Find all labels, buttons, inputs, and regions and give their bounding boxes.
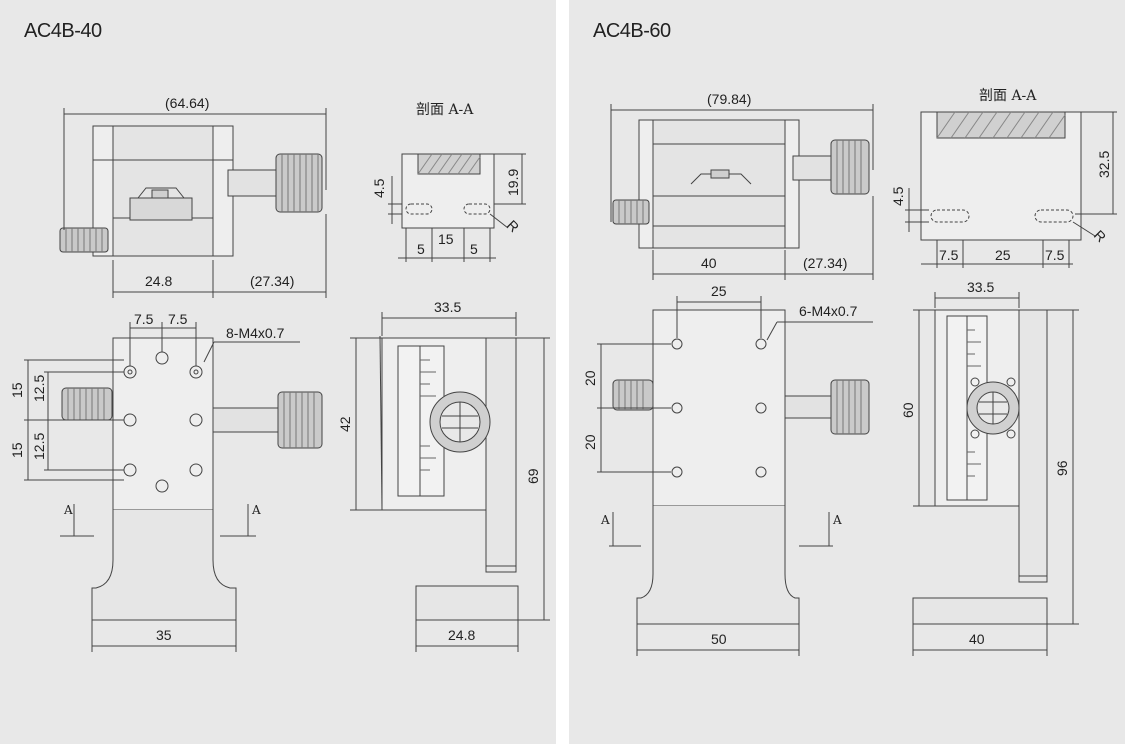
dim-side-base: 24.8 xyxy=(448,627,475,643)
dim-front-pitch-b: 7.5 xyxy=(168,311,188,327)
dim-front-20-a: 20 xyxy=(582,370,598,386)
dim-side-width: 33.5 xyxy=(434,299,461,315)
dim-bottom-left: 24.8 xyxy=(145,273,172,289)
dim-sec-5-b: 5 xyxy=(470,241,478,257)
side-view xyxy=(379,335,519,621)
dim-side-42: 42 xyxy=(337,416,353,432)
dim-sec-15: 15 xyxy=(438,231,454,247)
cut-marker-a-right: A xyxy=(251,503,261,517)
dim-sec-7-5-a: 7.5 xyxy=(939,247,959,263)
dim-side-base: 40 xyxy=(969,631,985,647)
cut-marker-a-left: A xyxy=(63,503,73,517)
thread-spec: 8-M4x0.7 xyxy=(226,325,285,341)
thread-spec: 6-M4x0.7 xyxy=(799,303,858,319)
model-title: AC4B-60 xyxy=(593,20,671,42)
top-view xyxy=(612,119,870,249)
dim-front-pitch: 25 xyxy=(711,283,727,299)
dim-side-60: 60 xyxy=(900,402,916,418)
dim-front-base: 35 xyxy=(156,627,172,643)
dim-side-width: 33.5 xyxy=(967,279,994,295)
front-view xyxy=(61,337,323,621)
dim-front-pitch-a: 7.5 xyxy=(134,311,154,327)
dim-front-15-b: 15 xyxy=(9,442,25,458)
cut-marker-a-left: A xyxy=(600,513,610,527)
dim-side-69: 69 xyxy=(525,468,541,484)
dim-sec-4-5: 4.5 xyxy=(890,186,906,206)
dim-sec-radius: R xyxy=(1091,227,1109,245)
technical-drawing-ac4b-60: (79.84) 40 (27.34) 剖面 A-A 4.5 32.5 R 7.5… xyxy=(582,88,1117,656)
dim-sec-7-5-b: 7.5 xyxy=(1045,247,1065,263)
dim-bottom-right: (27.34) xyxy=(250,273,294,289)
cut-marker-a-right: A xyxy=(832,513,842,527)
dim-sec-5-a: 5 xyxy=(417,241,425,257)
dim-side-96: 96 xyxy=(1054,460,1070,476)
dim-sec-4-5: 4.5 xyxy=(371,178,387,198)
front-view xyxy=(612,309,870,625)
section-a-a xyxy=(920,111,1082,241)
technical-drawing-ac4b-40: (64.64) 24.8 (27.34) 剖面 A-A 4.5 19.9 R 5… xyxy=(9,95,550,652)
dim-top-width: (64.64) xyxy=(165,95,209,111)
dim-bottom-right: (27.34) xyxy=(803,255,847,271)
dim-front-15-a: 15 xyxy=(9,382,25,398)
section-label: 剖面 A-A xyxy=(979,88,1037,104)
dim-front-12-5-a: 12.5 xyxy=(31,375,47,402)
dim-front-base: 50 xyxy=(711,631,727,647)
model-title: AC4B-40 xyxy=(24,20,102,42)
dim-front-12-5-b: 12.5 xyxy=(31,433,47,460)
dim-top-width: (79.84) xyxy=(707,91,751,107)
dim-sec-32-5: 32.5 xyxy=(1096,151,1112,178)
dim-sec-19-9: 19.9 xyxy=(505,169,521,196)
dim-bottom-left: 40 xyxy=(701,255,717,271)
dim-sec-radius: R xyxy=(504,217,522,235)
top-view xyxy=(59,125,323,257)
side-view xyxy=(912,309,1048,625)
section-a-a xyxy=(401,153,495,229)
section-label: 剖面 A-A xyxy=(416,102,474,118)
panel-ac4b-40: AC4B-40 xyxy=(0,0,556,744)
dim-front-20-b: 20 xyxy=(582,434,598,450)
dim-sec-25: 25 xyxy=(995,247,1011,263)
panel-ac4b-60: AC4B-60 xyxy=(569,0,1125,744)
